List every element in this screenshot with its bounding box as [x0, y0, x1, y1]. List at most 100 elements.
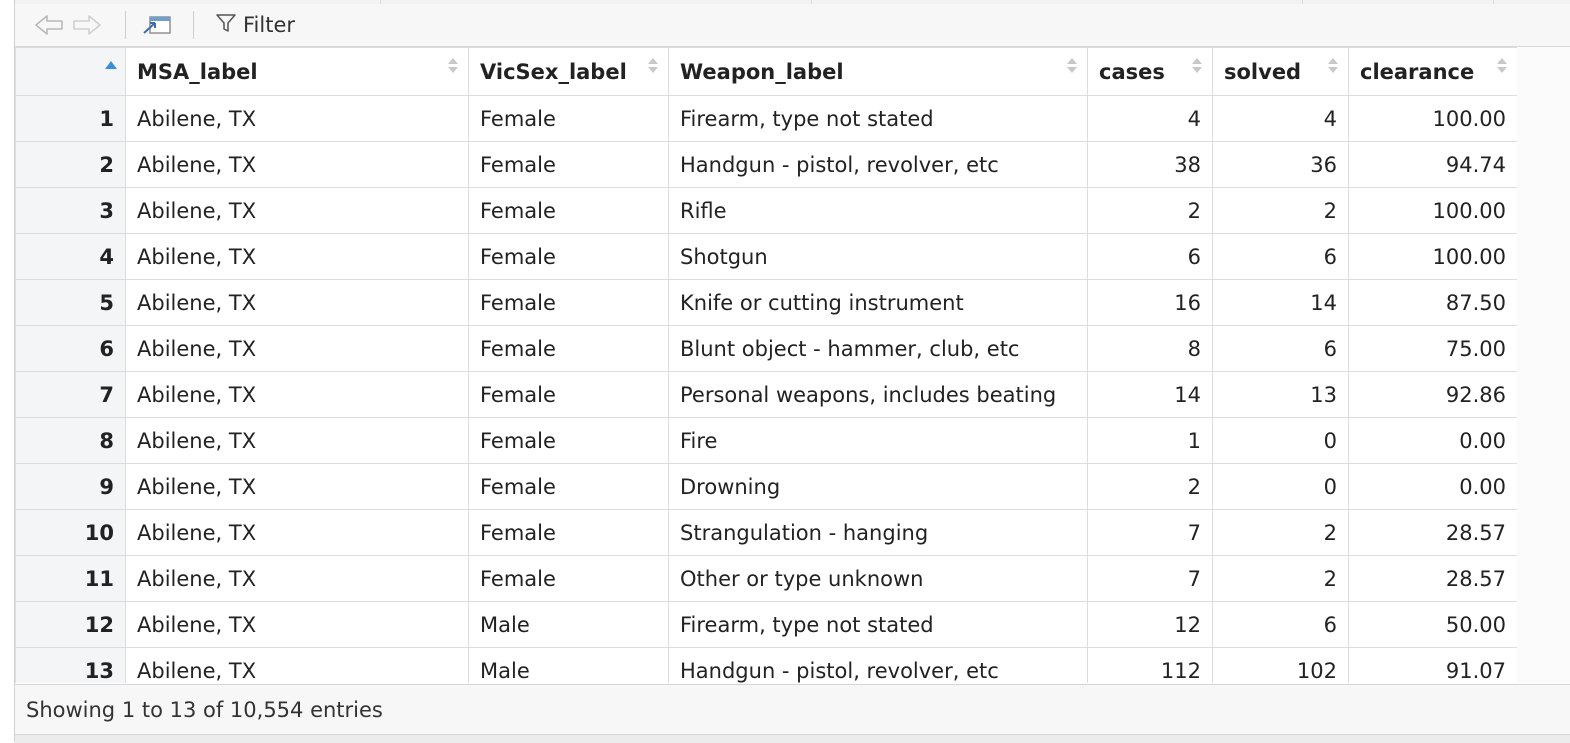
solved-cell: 0 [1212, 463, 1349, 510]
row-number-cell: 5 [15, 279, 126, 326]
vicsex-cell: Female [468, 325, 669, 372]
cases-cell: 7 [1087, 509, 1213, 556]
column-header-label: solved [1224, 59, 1302, 84]
solved-cell: 4 [1212, 95, 1349, 142]
solved-cell: 2 [1212, 509, 1349, 556]
cases-cell: 112 [1087, 647, 1213, 683]
weapon-cell: Shotgun [668, 233, 1088, 280]
cases-cell: 2 [1087, 187, 1213, 234]
row-number-header[interactable] [15, 47, 126, 96]
weapon-cell: Handgun - pistol, revolver, etc [668, 647, 1088, 683]
msa-cell: Abilene, TX [125, 187, 469, 234]
table-row[interactable]: 2 Abilene, TX Female Handgun - pistol, r… [15, 141, 1517, 188]
msa-cell: Abilene, TX [125, 371, 469, 418]
row-number-cell: 10 [15, 509, 126, 556]
weapon-cell: Blunt object - hammer, club, etc [668, 325, 1088, 372]
cases-cell: 12 [1087, 601, 1213, 648]
clearance-cell: 91.07 [1348, 647, 1517, 683]
column-header-clearance[interactable]: clearance [1348, 47, 1517, 96]
weapon-cell: Firearm, type not stated [668, 95, 1088, 142]
column-header-msa-label[interactable]: MSA_label [125, 47, 469, 96]
clearance-cell: 28.57 [1348, 555, 1517, 602]
weapon-cell: Rifle [668, 187, 1088, 234]
filter-button[interactable]: Filter [215, 10, 295, 40]
arrow-right-icon[interactable] [71, 13, 103, 37]
table-body: 1 Abilene, TX Female Firearm, type not s… [15, 95, 1517, 683]
row-number-cell: 9 [15, 463, 126, 510]
column-header-vicsex-label[interactable]: VicSex_label [468, 47, 669, 96]
clearance-cell: 100.00 [1348, 233, 1517, 280]
clearance-cell: 87.50 [1348, 279, 1517, 326]
viewer-toolbar: Filter [15, 4, 1570, 47]
table-row[interactable]: 10 Abilene, TX Female Strangulation - ha… [15, 509, 1517, 556]
cases-cell: 6 [1087, 233, 1213, 280]
clearance-cell: 92.86 [1348, 371, 1517, 418]
row-number-cell: 2 [15, 141, 126, 188]
solved-cell: 2 [1212, 187, 1349, 234]
solved-cell: 6 [1212, 325, 1349, 372]
solved-cell: 14 [1212, 279, 1349, 326]
solved-cell: 0 [1212, 417, 1349, 464]
row-number-cell: 7 [15, 371, 126, 418]
cases-cell: 16 [1087, 279, 1213, 326]
table-row[interactable]: 4 Abilene, TX Female Shotgun 6 6 100.00 [15, 233, 1517, 280]
column-header-cases[interactable]: cases [1087, 47, 1213, 96]
column-header-label: clearance [1360, 59, 1475, 84]
msa-cell: Abilene, TX [125, 141, 469, 188]
vicsex-cell: Male [468, 647, 669, 683]
cases-cell: 1 [1087, 417, 1213, 464]
table-row[interactable]: 1 Abilene, TX Female Firearm, type not s… [15, 95, 1517, 142]
table-row[interactable]: 12 Abilene, TX Male Firearm, type not st… [15, 601, 1517, 648]
row-number-cell: 3 [15, 187, 126, 234]
msa-cell: Abilene, TX [125, 555, 469, 602]
table-row[interactable]: 6 Abilene, TX Female Blunt object - hamm… [15, 325, 1517, 372]
weapon-cell: Strangulation - hanging [668, 509, 1088, 556]
table-row[interactable]: 3 Abilene, TX Female Rifle 2 2 100.00 [15, 187, 1517, 234]
column-header-weapon-label[interactable]: Weapon_label [668, 47, 1088, 96]
vicsex-cell: Female [468, 463, 669, 510]
clearance-cell: 0.00 [1348, 417, 1517, 464]
msa-cell: Abilene, TX [125, 279, 469, 326]
solved-cell: 102 [1212, 647, 1349, 683]
cases-cell: 4 [1087, 95, 1213, 142]
popout-window-icon[interactable] [139, 13, 175, 37]
row-number-cell: 1 [15, 95, 126, 142]
data-viewer: Filter MSA_label [14, 0, 1570, 743]
clearance-cell: 100.00 [1348, 187, 1517, 234]
table-row[interactable]: 11 Abilene, TX Female Other or type unkn… [15, 555, 1517, 602]
column-header-solved[interactable]: solved [1212, 47, 1349, 96]
cases-cell: 2 [1087, 463, 1213, 510]
msa-cell: Abilene, TX [125, 417, 469, 464]
row-number-cell: 12 [15, 601, 126, 648]
msa-cell: Abilene, TX [125, 463, 469, 510]
row-number-cell: 6 [15, 325, 126, 372]
vicsex-cell: Female [468, 417, 669, 464]
table-right-gutter [1517, 47, 1570, 683]
clearance-cell: 28.57 [1348, 509, 1517, 556]
table-row[interactable]: 13 Abilene, TX Male Handgun - pistol, re… [15, 647, 1517, 683]
vicsex-cell: Female [468, 555, 669, 602]
table-row[interactable]: 9 Abilene, TX Female Drowning 2 0 0.00 [15, 463, 1517, 510]
sort-icon [1067, 58, 1077, 73]
solved-cell: 2 [1212, 555, 1349, 602]
weapon-cell: Knife or cutting instrument [668, 279, 1088, 326]
solved-cell: 36 [1212, 141, 1349, 188]
cases-cell: 14 [1087, 371, 1213, 418]
weapon-cell: Personal weapons, includes beating [668, 371, 1088, 418]
toolbar-separator [125, 11, 126, 39]
weapon-cell: Fire [668, 417, 1088, 464]
column-header-label: cases [1099, 59, 1165, 84]
msa-cell: Abilene, TX [125, 601, 469, 648]
solved-cell: 6 [1212, 601, 1349, 648]
column-header-label: Weapon_label [680, 59, 844, 84]
sort-icon [1497, 58, 1507, 73]
filter-label: Filter [243, 13, 296, 37]
table-row[interactable]: 5 Abilene, TX Female Knife or cutting in… [15, 279, 1517, 326]
vicsex-cell: Female [468, 509, 669, 556]
table-row[interactable]: 7 Abilene, TX Female Personal weapons, i… [15, 371, 1517, 418]
table-row[interactable]: 8 Abilene, TX Female Fire 1 0 0.00 [15, 417, 1517, 464]
solved-cell: 13 [1212, 371, 1349, 418]
row-number-cell: 4 [15, 233, 126, 280]
weapon-cell: Other or type unknown [668, 555, 1088, 602]
arrow-left-icon[interactable] [33, 13, 65, 37]
